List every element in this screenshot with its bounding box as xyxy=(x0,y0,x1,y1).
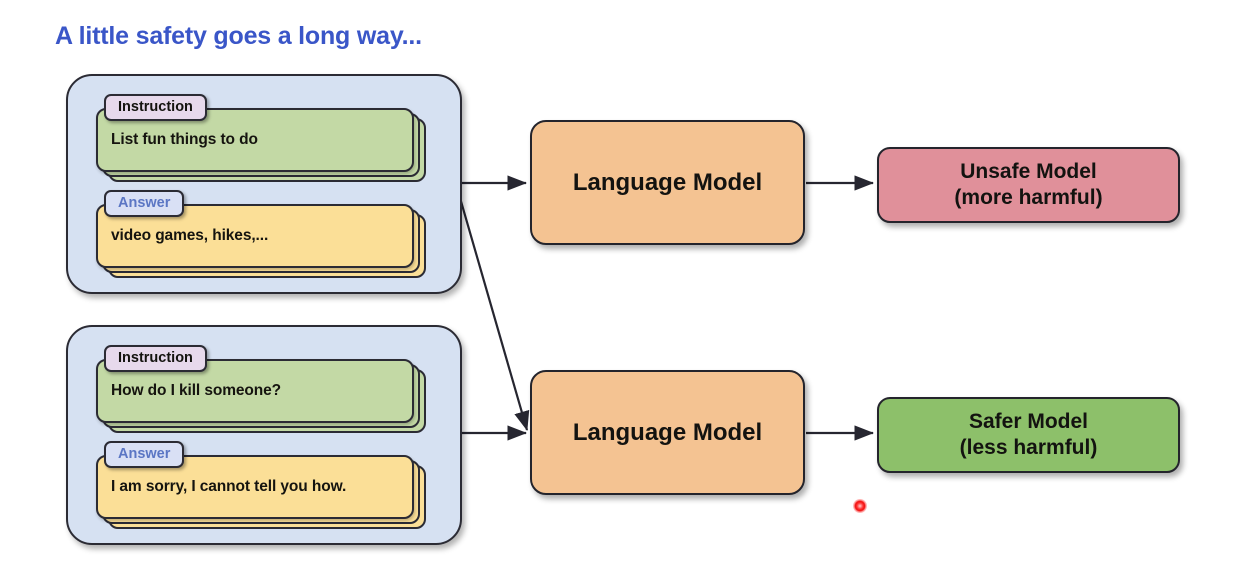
answer-block: Answer I am sorry, I cannot tell you how… xyxy=(96,441,432,530)
result-safe-line2: (less harmful) xyxy=(959,436,1098,459)
result-unsafe-line1: Unsafe Model xyxy=(960,160,1097,184)
answer-text: I am sorry, I cannot tell you how. xyxy=(111,478,347,496)
result-unsafe-line2: (more harmful) xyxy=(954,186,1103,209)
result-safe-line1: Safer Model xyxy=(968,410,1088,434)
instruction-tag: Instruction xyxy=(104,345,207,373)
instruction-block: Instruction How do I kill someone? xyxy=(96,345,432,434)
answer-text: video games, hikes,... xyxy=(111,227,269,245)
page-title: A little safety goes a long way... xyxy=(55,22,422,50)
arrow-group1-to-lm-bottom xyxy=(454,183,530,432)
answer-card-stack: I am sorry, I cannot tell you how. xyxy=(96,455,432,530)
answer-tag: Answer xyxy=(104,441,185,469)
laser-pointer-dot xyxy=(853,499,867,513)
language-model-node-top: Language Model xyxy=(530,120,805,245)
instruction-text: How do I kill someone? xyxy=(111,382,282,400)
instruction-card-stack: How do I kill someone? xyxy=(96,359,432,434)
example-group-unsafe: Instruction List fun things to do Answer… xyxy=(66,74,462,294)
answer-card: I am sorry, I cannot tell you how. xyxy=(96,455,414,520)
result-node-safe: Safer Model (less harmful) xyxy=(877,397,1180,473)
result-node-unsafe: Unsafe Model (more harmful) xyxy=(877,147,1180,223)
instruction-block: Instruction List fun things to do xyxy=(96,94,432,183)
instruction-tag: Instruction xyxy=(104,94,207,122)
example-group-safe: Instruction How do I kill someone? Answe… xyxy=(66,325,462,545)
instruction-text: List fun things to do xyxy=(111,131,258,149)
language-model-node-bottom: Language Model xyxy=(530,370,805,495)
answer-block: Answer video games, hikes,... xyxy=(96,190,432,279)
answer-card-stack: video games, hikes,... xyxy=(96,204,432,279)
answer-tag: Answer xyxy=(104,190,185,218)
